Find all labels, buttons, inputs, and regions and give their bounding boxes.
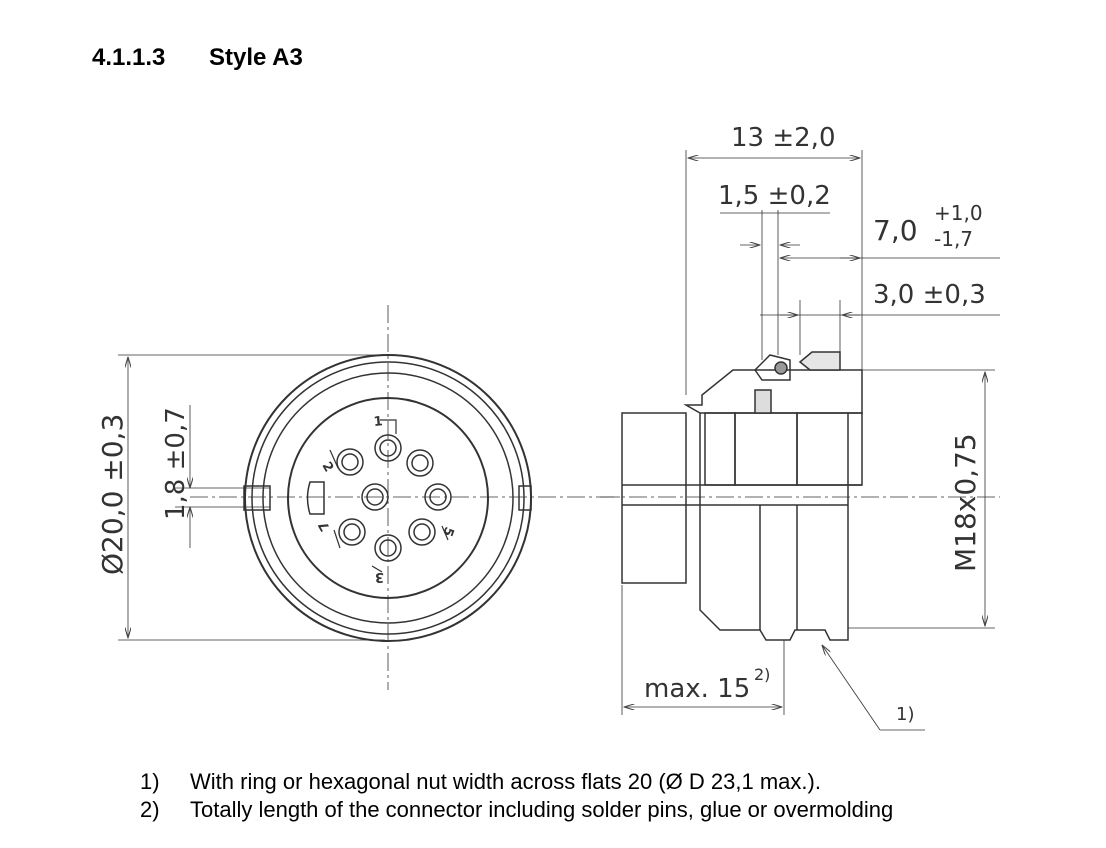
footnote-2: 2) Totally length of the connector includ… bbox=[140, 796, 893, 824]
pin-label-3: 3 bbox=[375, 569, 384, 584]
section-heading: 4.1.1.3 Style A3 bbox=[92, 44, 303, 72]
left-notch bbox=[243, 485, 271, 511]
pin-label-1: 1 bbox=[373, 414, 383, 430]
overall-length-label: 13 ±2,0 bbox=[731, 123, 835, 153]
footnote-text: Totally length of the connector includin… bbox=[190, 797, 894, 822]
footnotes: 1) With ring or hexagonal nut width acros… bbox=[140, 768, 893, 824]
footnote-text: With ring or hexagonal nut width across … bbox=[190, 769, 821, 794]
pin-label-7: 7 bbox=[316, 518, 334, 533]
side-view bbox=[600, 150, 1000, 731]
coding-key bbox=[306, 481, 325, 515]
lock-ring bbox=[798, 351, 841, 371]
thread-length-tol-lower: -1,7 bbox=[934, 227, 973, 251]
flange bbox=[683, 369, 863, 414]
thread-length-label: 7,0 bbox=[873, 214, 918, 247]
leader-footnote-ref: 1) bbox=[896, 704, 914, 725]
footnote-1: 1) With ring or hexagonal nut width acros… bbox=[140, 768, 893, 796]
key-width-label: 1,8 ±0,7 bbox=[161, 407, 191, 520]
thread-body bbox=[699, 413, 849, 641]
insert-circle bbox=[287, 397, 489, 599]
seal-ring bbox=[754, 389, 772, 414]
contact-pins bbox=[336, 434, 452, 562]
footnote-marker: 2) bbox=[140, 797, 160, 822]
max-length-label: max. 15 bbox=[644, 674, 750, 704]
diameter-label: Ø20,0 ±0,3 bbox=[96, 414, 129, 575]
pin-label-2: 2 bbox=[319, 460, 337, 475]
right-notch bbox=[518, 485, 532, 511]
inner-ring-circle bbox=[262, 372, 514, 624]
outer-ring-circle bbox=[251, 361, 525, 635]
max-length-footnote-ref: 2) bbox=[754, 665, 770, 684]
section-number: 4.1.1.3 bbox=[92, 44, 166, 71]
body-segment bbox=[734, 412, 798, 486]
front-view bbox=[118, 305, 620, 690]
flange-thickness-label: 1,5 ±0,2 bbox=[718, 181, 831, 211]
ring-width-label: 3,0 ±0,3 bbox=[873, 280, 986, 310]
o-ring-groove bbox=[754, 354, 791, 381]
body-segment-2 bbox=[796, 412, 863, 486]
thread-length-tol-upper: +1,0 bbox=[934, 201, 983, 225]
section-title: Style A3 bbox=[209, 44, 303, 71]
body-slot bbox=[704, 412, 736, 486]
o-ring bbox=[774, 361, 788, 375]
thread-size-label: M18x0,75 bbox=[949, 433, 982, 572]
rear-body bbox=[621, 412, 687, 584]
pin-label-5: 5 bbox=[439, 525, 456, 539]
footnote-marker: 1) bbox=[140, 769, 160, 794]
